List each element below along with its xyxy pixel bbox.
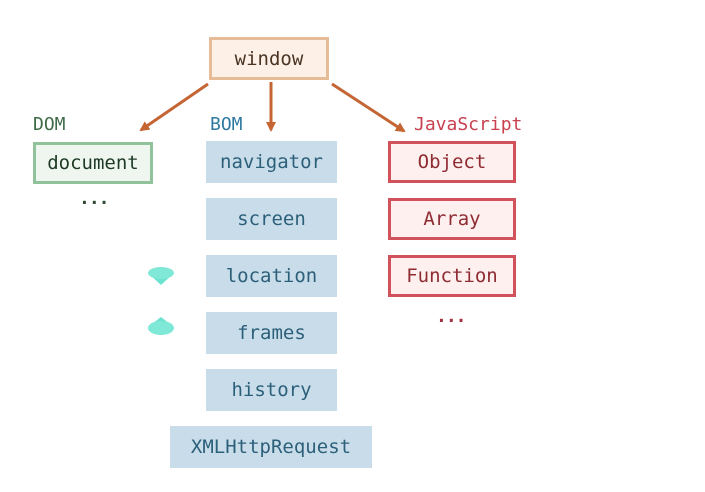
- bom-node-frames: frames: [206, 312, 337, 354]
- dom-category-label: DOM: [33, 114, 66, 135]
- javascript-category-label: JavaScript: [414, 114, 523, 135]
- js-node-function-label: Function: [406, 265, 498, 287]
- bom-node-history-label: history: [231, 379, 312, 401]
- bom-node-xmlhttprequest-label: XMLHttpRequest: [190, 436, 352, 458]
- bom-node-history: history: [206, 369, 337, 411]
- bom-node-screen-label: screen: [237, 208, 306, 230]
- bom-node-navigator: navigator: [206, 141, 337, 183]
- bom-node-screen: screen: [206, 198, 337, 240]
- teal-droplet-icon[interactable]: [146, 315, 176, 337]
- js-node-array-label: Array: [423, 208, 481, 230]
- dom-more-ellipsis: ...: [79, 188, 109, 209]
- arrow-window-to-javascript: [331, 82, 406, 133]
- bom-node-location-label: location: [225, 265, 318, 287]
- bom-category-label: BOM: [210, 114, 243, 135]
- js-node-object: Object: [388, 141, 516, 183]
- bom-node-navigator-label: navigator: [220, 151, 323, 173]
- window-node: window: [209, 37, 329, 80]
- teal-droplet-icon[interactable]: [146, 265, 176, 287]
- window-node-label: window: [234, 47, 304, 70]
- dom-node-document-label: document: [47, 152, 139, 174]
- bom-node-xmlhttprequest: XMLHttpRequest: [170, 426, 372, 468]
- js-node-object-label: Object: [417, 151, 487, 173]
- arrow-window-to-dom: [139, 82, 209, 132]
- bom-node-location: location: [206, 255, 337, 297]
- js-node-function: Function: [388, 255, 516, 297]
- js-node-array: Array: [388, 198, 516, 240]
- bom-node-frames-label: frames: [237, 322, 306, 344]
- js-more-ellipsis: ...: [436, 306, 466, 327]
- dom-node-document: document: [33, 142, 153, 184]
